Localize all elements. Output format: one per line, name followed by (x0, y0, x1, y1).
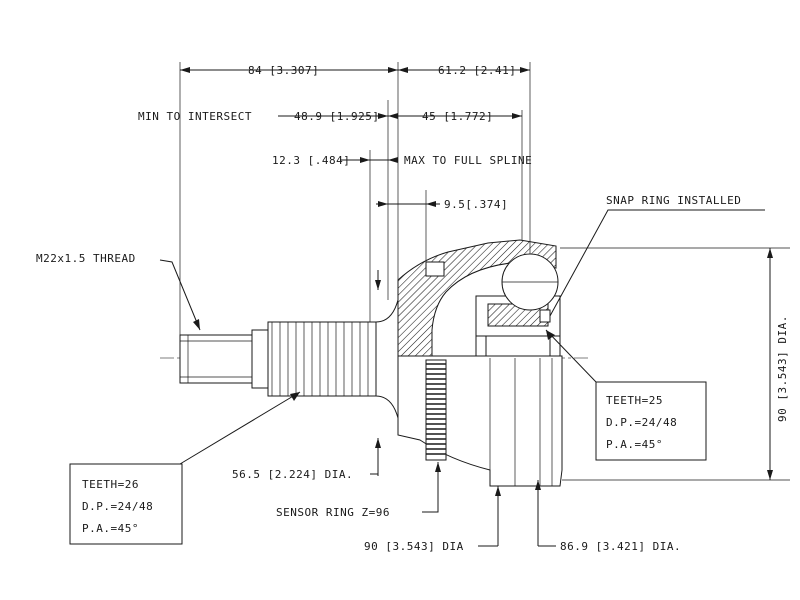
dim-61-2: 61.2 [2.41] (438, 64, 516, 77)
snap-ring (539, 309, 551, 323)
splined-shaft (267, 321, 377, 397)
spec-right-teeth: TEETH=25 (606, 394, 663, 407)
dim-84: 84 [3.307] (248, 64, 319, 77)
sensor-ring-teeth (426, 363, 446, 455)
spec-left-teeth: TEETH=26 (82, 478, 139, 491)
leader-lines (159, 209, 765, 547)
part-geometry (160, 239, 590, 487)
stub-collar (251, 329, 269, 389)
shaft-neck (375, 299, 399, 419)
bell-body-lower (397, 355, 563, 487)
spec-right-dp: D.P.=24/48 (606, 416, 677, 429)
label-sensor-ring: SENSOR RING Z=96 (276, 506, 390, 519)
spec-right-pa: P.A.=45° (606, 438, 663, 451)
dim-45: 45 [1.772] (422, 110, 493, 123)
spec-box-left: TEETH=26 D.P.=24/48 P.A.=45° (69, 463, 183, 545)
dim-48-9: 48.9 [1.925] (294, 110, 379, 123)
dim-9-5: 9.5[.374] (444, 198, 508, 211)
label-thread: M22x1.5 THREAD (36, 252, 136, 265)
spline-teeth (271, 322, 369, 396)
label-min-to-intersect: MIN TO INTERSECT (138, 110, 252, 123)
dim-height-90: 90 [3.543] DIA. (776, 315, 789, 422)
label-snap-ring: SNAP RING INSTALLED (606, 194, 741, 207)
spec-box-right: TEETH=25 D.P.=24/48 P.A.=45° (595, 381, 707, 461)
sensor-ring (425, 359, 447, 461)
label-max-full-spline: MAX TO FULL SPLINE (404, 154, 532, 167)
threaded-stub (179, 334, 253, 384)
spec-left-dp: D.P.=24/48 (82, 500, 153, 513)
dim-12-3: 12.3 [.484] (272, 154, 350, 167)
boot-clamp-lug (425, 261, 445, 277)
dim-90-dia: 90 [3.543] DIA (364, 540, 464, 553)
dimension-lines (179, 62, 790, 546)
dimension-labels: 84 [3.307] 61.2 [2.41] MIN TO INTERSECT … (36, 64, 789, 553)
dim-86-9: 86.9 [3.421] DIA. (560, 540, 681, 553)
spec-left-pa: P.A.=45° (82, 522, 139, 535)
dim-56-5: 56.5 [2.224] DIA. (232, 468, 353, 481)
